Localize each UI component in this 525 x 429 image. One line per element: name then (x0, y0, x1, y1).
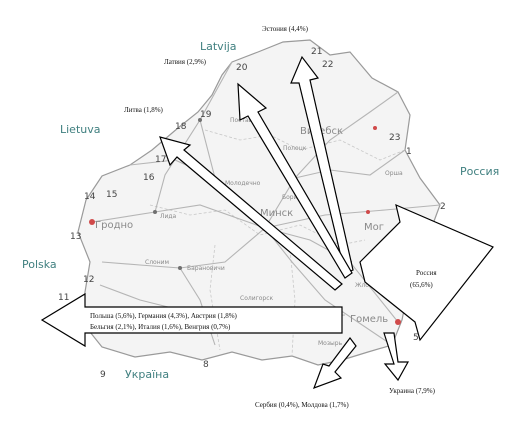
town-slonim: Слоним (145, 259, 169, 266)
export-arrows (40, 55, 494, 390)
town-lida: Лида (160, 213, 177, 220)
svg-text:21: 21 (311, 47, 322, 57)
border-crossing-numbers: 21 22 20 19 18 17 16 15 14 13 12 11 23 1… (58, 47, 446, 380)
svg-text:14: 14 (84, 192, 96, 202)
country-lietuva: Lietuva (60, 123, 101, 136)
town-borisov: Борисов (282, 194, 308, 201)
town-soligorsk: Солигорск (240, 295, 274, 302)
svg-text:15: 15 (106, 190, 117, 200)
arrow-latvia (237, 82, 353, 279)
svg-text:18: 18 (175, 122, 187, 132)
svg-text:23: 23 (389, 133, 400, 143)
belarus-border (77, 39, 441, 366)
country-ukraina: Україна (125, 368, 169, 381)
svg-text:17: 17 (155, 155, 166, 165)
svg-text:11: 11 (58, 293, 69, 303)
arrow-lithuania (159, 136, 343, 291)
country-rossiya: Россия (460, 165, 499, 178)
svg-text:9: 9 (100, 370, 106, 380)
town-orsha: Орша (385, 170, 403, 177)
label-west-line2: Бельгия (2,1%), Италия (1,6%), Венгрия (… (90, 323, 231, 331)
city-mogilev: Мог (364, 222, 384, 233)
svg-text:20: 20 (236, 63, 248, 73)
svg-text:5: 5 (413, 333, 419, 343)
label-serbia: Сербия (0,4%), Молдова (1,7%) (255, 401, 349, 409)
arrow-ukraine (383, 332, 410, 382)
city-gomel: Гомель (350, 314, 388, 325)
city-grodno: Гродно (95, 220, 133, 231)
svg-text:13: 13 (70, 232, 81, 242)
arrow-russia (359, 203, 494, 342)
label-west-line1: Польша (5,6%), Германия (4,3%), Австрия … (90, 312, 238, 320)
town-postavy: Поставы (230, 117, 257, 124)
svg-text:22: 22 (322, 60, 333, 70)
arrow-estonia (290, 55, 354, 274)
label-russia-line1: Россия (416, 269, 437, 277)
svg-text:16: 16 (143, 173, 155, 183)
town-zhlobin: Жлобин (355, 282, 381, 289)
svg-text:2: 2 (440, 202, 446, 212)
label-ukraine: Украина (7,9%) (389, 387, 436, 395)
town-mozyr: Мозырь (318, 340, 343, 347)
arrow-west (40, 292, 343, 348)
country-latvija: Latvija (200, 40, 237, 53)
town-polotsk: Полоцк (283, 145, 307, 152)
svg-text:8: 8 (203, 360, 209, 370)
label-lithuania: Литва (1,8%) (124, 106, 164, 114)
svg-text:12: 12 (83, 275, 94, 285)
arrow-serbia (312, 337, 357, 390)
label-russia-line2: (65,6%) (410, 281, 433, 289)
label-latvia: Латвия (2,9%) (164, 58, 207, 66)
label-estonia: Эстония (4,4%) (262, 25, 309, 33)
svg-text:19: 19 (200, 110, 212, 120)
svg-text:1: 1 (406, 147, 412, 157)
town-baranovichi: Барановичи (187, 265, 225, 272)
country-polska: Polska (22, 258, 57, 271)
city-minsk: Минск (260, 208, 293, 219)
town-molodechno: Молодечно (225, 180, 261, 187)
